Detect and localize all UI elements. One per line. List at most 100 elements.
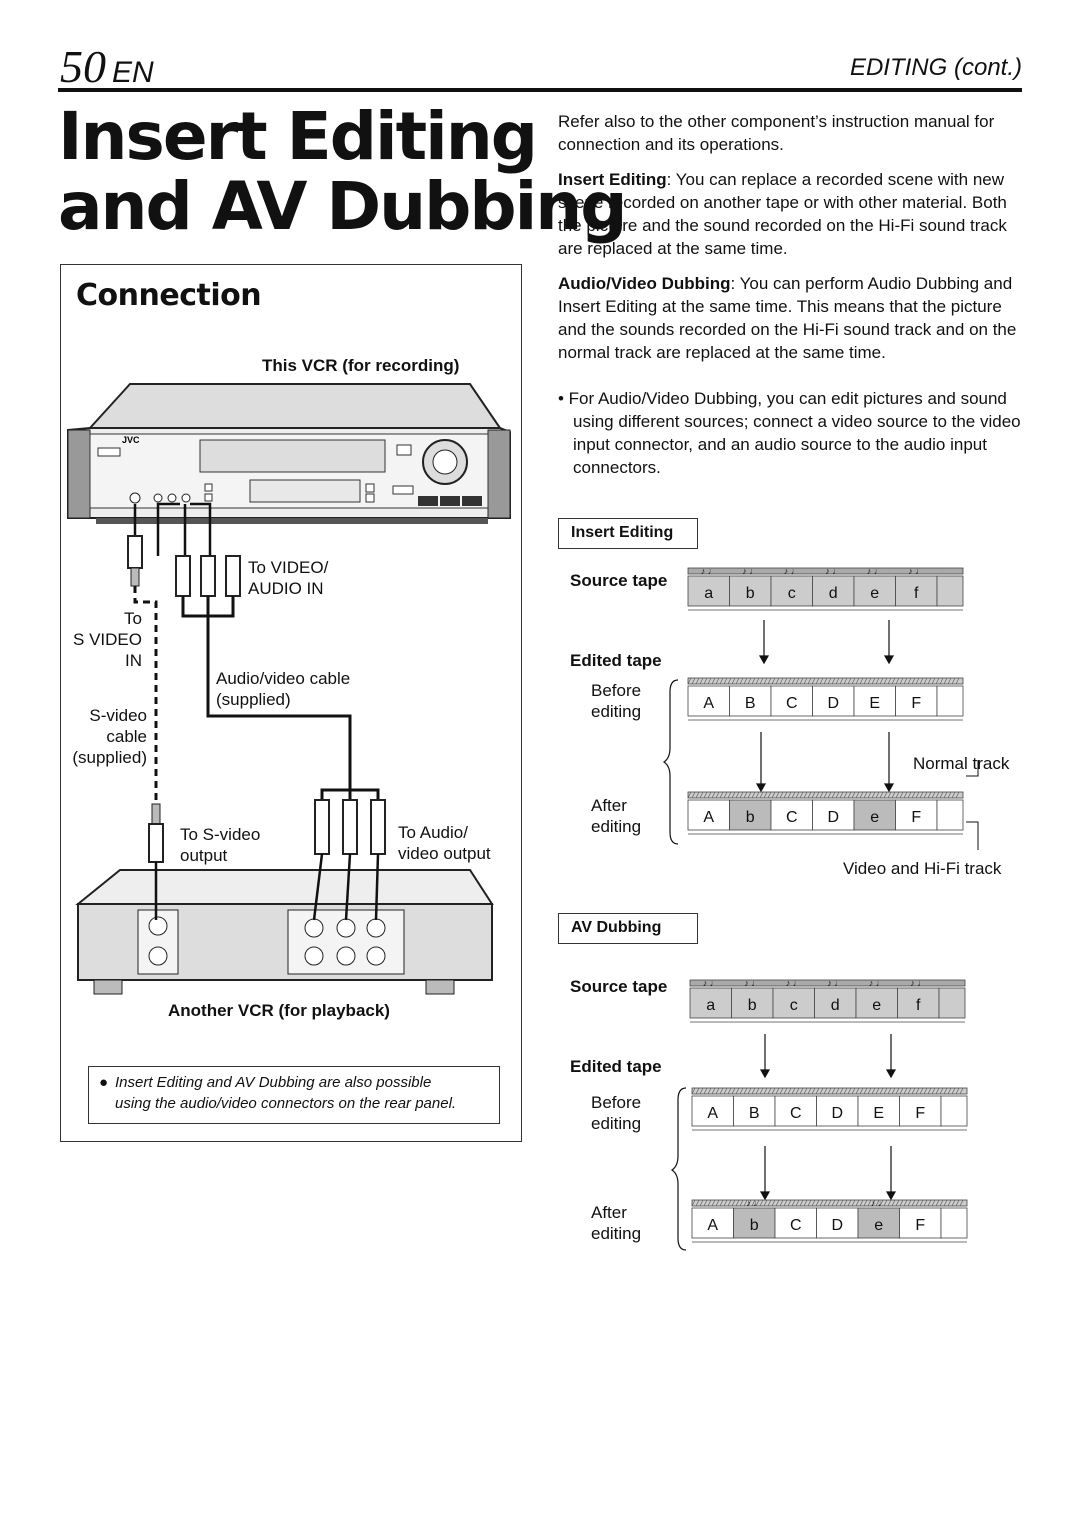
tape-cell <box>687 799 730 831</box>
connection-diagram: JVC <box>67 383 511 995</box>
this-vcr-label: This VCR (for recording) <box>262 356 460 375</box>
tape-cell-label: A <box>703 809 714 826</box>
tape-cell <box>899 1095 942 1127</box>
av-dubbing-box: AV Dubbing <box>558 913 698 944</box>
tape-cell <box>774 1095 817 1127</box>
music-note-icon: ♪ ♩ <box>701 566 717 576</box>
tape-cell-label: D <box>831 1217 843 1234</box>
av-dubbing-definition: Audio/Video Dubbing: You can perform Aud… <box>558 274 1017 362</box>
tape-cell-label: a <box>704 585 713 602</box>
music-note-icon: ♪ ♩ <box>786 978 802 988</box>
tape-cell <box>772 987 815 1019</box>
note-bullet: ● <box>99 1074 109 1091</box>
tape-cell <box>689 987 732 1019</box>
to-video-audio-label: To VIDEO/AUDIO IN <box>248 558 329 598</box>
tape-cell <box>733 1207 776 1239</box>
music-note-icon: ♪ ♩ <box>869 978 885 988</box>
tape-cell-label: E <box>873 1105 884 1122</box>
music-note-icon: ♪ ♩ <box>784 566 800 576</box>
tape-cell <box>731 987 774 1019</box>
tape-cell-label: F <box>915 1105 925 1122</box>
rca-plugs-bottom <box>314 799 386 855</box>
tape-cell <box>770 685 813 717</box>
tape-cell-label: F <box>915 1217 925 1234</box>
av-source-tape-label: Source tape <box>570 977 668 996</box>
tape-cell <box>687 685 730 717</box>
tape-cell <box>853 575 896 607</box>
music-note-icon: ♪ ♩ <box>867 566 883 576</box>
tape-cell <box>812 575 855 607</box>
page-title: Insert Editing and AV Dubbing <box>58 98 628 245</box>
tape-cell-label: A <box>707 1105 718 1122</box>
music-note-icon: ♪ ♩ <box>746 1198 762 1208</box>
tape-cell-label: e <box>870 809 879 826</box>
to-av-output-label: To Audio/video output <box>398 823 491 863</box>
tape-cell <box>895 575 938 607</box>
tape-cell-label: e <box>870 585 879 602</box>
rca-plugs-top <box>175 555 241 597</box>
video-hifi-track-label: Video and Hi-Fi track <box>843 859 1002 878</box>
tape-cell <box>853 685 896 717</box>
tape-cell <box>899 1207 942 1239</box>
tape-cell-label: C <box>790 1217 802 1234</box>
tape-cell <box>687 575 730 607</box>
tape-cell <box>812 685 855 717</box>
tape-cell <box>691 1207 734 1239</box>
tape-cell-label: D <box>831 1105 843 1122</box>
tape-cell-label: C <box>790 1105 802 1122</box>
tape-cell-label: C <box>786 695 798 712</box>
music-note-icon: ♪ ♩ <box>703 978 719 988</box>
vcr-brand-logo: JVC <box>122 435 140 445</box>
tape-cell-label: c <box>790 997 798 1014</box>
tape-cell <box>770 799 813 831</box>
music-note-icon: ♪ ♩ <box>827 978 843 988</box>
tape-cell-label: e <box>872 997 881 1014</box>
av-cable-label: Audio/video cable(supplied) <box>216 669 351 709</box>
title-line-2: and AV Dubbing <box>58 168 628 245</box>
tape-cell-label: c <box>788 585 796 602</box>
music-note-icon: ♪ ♩ <box>910 978 926 988</box>
tape-cell <box>774 1207 817 1239</box>
tape-cell-label: b <box>750 1217 759 1234</box>
another-vcr-label: Another VCR (for playback) <box>168 1001 390 1020</box>
normal-track-label: Normal track <box>913 754 1010 773</box>
tape-cell-label: F <box>911 695 921 712</box>
music-note-icon: ♪ ♩ <box>871 1198 887 1208</box>
tape-cell-label: B <box>745 695 756 712</box>
connection-heading: Connection <box>76 278 262 313</box>
music-note-icon: ♪ ♩ <box>908 566 924 576</box>
tape-cell <box>770 575 813 607</box>
recording-vcr <box>67 383 511 524</box>
connection-panel <box>60 264 522 1142</box>
insert-edited-tape-label: Edited tape <box>570 651 662 670</box>
av-source-tape: a♪ ♩b♪ ♩c♪ ♩d♪ ♩e♪ ♩f♪ ♩ <box>689 978 966 1023</box>
tape-cell-label: d <box>831 997 840 1014</box>
header-rule <box>58 88 1022 92</box>
tape-cell <box>814 987 857 1019</box>
tape-cell-label: C <box>786 809 798 826</box>
av-dubbing-bullet: • For Audio/Video Dubbing, you can edit … <box>558 389 1021 477</box>
tape-cell-label: E <box>869 695 880 712</box>
insert-source-tape-label: Source tape <box>570 571 668 590</box>
av-edited-tape-label: Edited tape <box>570 1057 662 1076</box>
tape-cell <box>853 799 896 831</box>
tape-cell <box>729 575 772 607</box>
insert-source-tape: a♪ ♩b♪ ♩c♪ ♩d♪ ♩e♪ ♩f♪ ♩ <box>687 566 964 611</box>
tape-cell-label: A <box>703 695 714 712</box>
title-line-1: Insert Editing <box>58 98 538 175</box>
tape-cell-label: d <box>829 585 838 602</box>
tape-cell-label: b <box>746 585 755 602</box>
tape-cell <box>857 1095 900 1127</box>
intro-text: Refer also to the other component’s inst… <box>558 112 995 154</box>
